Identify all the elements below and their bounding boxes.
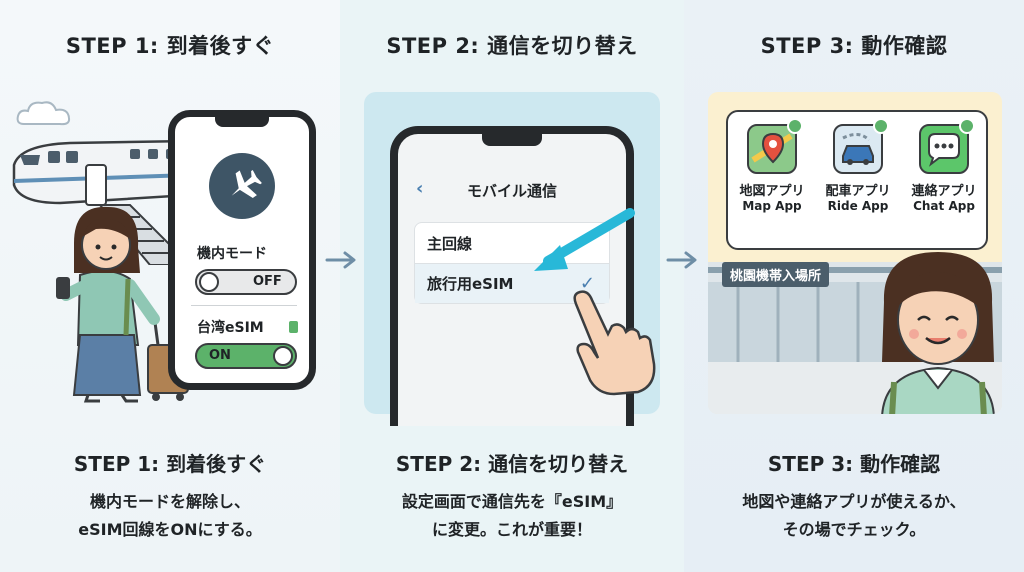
app-name-en: Ride App — [827, 199, 889, 213]
app-name: 地図アプリ — [739, 184, 805, 199]
list-item-label: 旅行用eSIM — [427, 275, 514, 293]
next-arrow-icon — [666, 251, 697, 269]
desc-line: 機内モードを解除し、 — [89, 492, 250, 511]
phone-notch — [482, 134, 542, 146]
app-chat[interactable]: 連絡アプリ Chat App — [906, 118, 982, 213]
airplane-mode-label: 機内モード — [197, 246, 267, 262]
desc-line: 地図や連絡アプリが使えるか、 — [742, 492, 966, 511]
toggle-knob — [273, 346, 293, 366]
step1-panel: STEP 1: 到着後すぐ — [0, 0, 340, 572]
back-chevron-icon[interactable]: ‹ — [416, 178, 424, 199]
step3-subheading: STEP 3: 動作確認 — [767, 452, 941, 476]
toggle-state: ON — [209, 348, 231, 363]
step2-subheading: STEP 2: 通信を切り替え — [395, 452, 629, 476]
check-badge-icon — [873, 118, 889, 134]
esim-label: 台湾eSIM — [197, 320, 264, 336]
pointer-arrow-icon — [534, 208, 635, 271]
cloud-icon — [16, 101, 71, 126]
next-arrow-icon — [325, 251, 356, 269]
desc-line: に変更。これが重要！ — [431, 520, 592, 539]
step1-subheading: STEP 1: 到着後すぐ — [73, 452, 267, 476]
step3-panel: STEP 3: 動作確認 桃園機帯入場所 地図アプリ Map App — [684, 0, 1024, 572]
airplane-mode-toggle[interactable]: OFF — [195, 269, 297, 295]
chat-bubble-icon — [919, 118, 975, 174]
app-name-en: Chat App — [913, 199, 975, 213]
traveler-woman-illustration — [56, 206, 189, 403]
step2-description: 設定画面で通信先を『eSIM』 に変更。これが重要！ — [340, 488, 684, 544]
esim-toggle[interactable]: ON — [195, 343, 297, 369]
step3-heading: STEP 3: 動作確認 — [760, 34, 948, 58]
step2-heading: STEP 2: 通信を切り替え — [386, 34, 638, 58]
apps-speech-bubble: 地図アプリ Map App 配車アプリ Ride App 連絡アプリ Chat … — [726, 110, 988, 250]
airport-scene: 桃園機帯入場所 地図アプリ Map App 配車アプリ Ride App — [708, 92, 1002, 414]
app-map[interactable]: 地図アプリ Map App — [734, 118, 810, 213]
toggle-state: OFF — [253, 274, 282, 289]
nav-bar: ‹ モバイル通信 — [398, 176, 626, 206]
airplane-mode-icon — [209, 153, 275, 219]
list-item-primary[interactable]: 主回線 — [427, 234, 473, 253]
phone-notch — [215, 117, 269, 127]
step1-heading: STEP 1: 到着後すぐ — [65, 34, 275, 58]
check-icon: ✓ — [579, 273, 595, 294]
step1-description: 機内モードを解除し、 eSIM回線をONにする。 — [0, 488, 340, 544]
nav-title: モバイル通信 — [466, 182, 557, 200]
desc-line: その場でチェック。 — [782, 520, 926, 539]
app-name: 連絡アプリ — [911, 184, 977, 199]
step2-panel: STEP 2: 通信を切り替え ‹ モバイル通信 主回線 旅行用eSIM ✓ S… — [340, 0, 684, 572]
app-name: 配車アプリ — [825, 184, 891, 199]
map-pin-icon — [747, 118, 803, 174]
pointing-hand-icon — [573, 290, 656, 396]
phone-airplane-settings: 機内モード OFF 台湾eSIM ON — [168, 110, 316, 390]
step3-description: 地図や連絡アプリが使えるか、 その場でチェック。 — [684, 488, 1024, 544]
airport-sign: 桃園機帯入場所 — [722, 262, 830, 287]
car-icon — [833, 118, 889, 174]
check-badge-icon — [787, 118, 803, 134]
toggle-knob — [199, 272, 219, 292]
sim-card-icon — [289, 321, 298, 333]
app-ride[interactable]: 配車アプリ Ride App — [820, 118, 896, 213]
desc-line: 設定画面で通信先を『eSIM』 — [401, 492, 623, 511]
divider — [191, 305, 297, 306]
desc-line: eSIM回線をONにする。 — [78, 520, 262, 539]
smiling-woman-illustration — [881, 252, 995, 414]
check-badge-icon — [959, 118, 975, 134]
app-name-en: Map App — [742, 199, 802, 213]
